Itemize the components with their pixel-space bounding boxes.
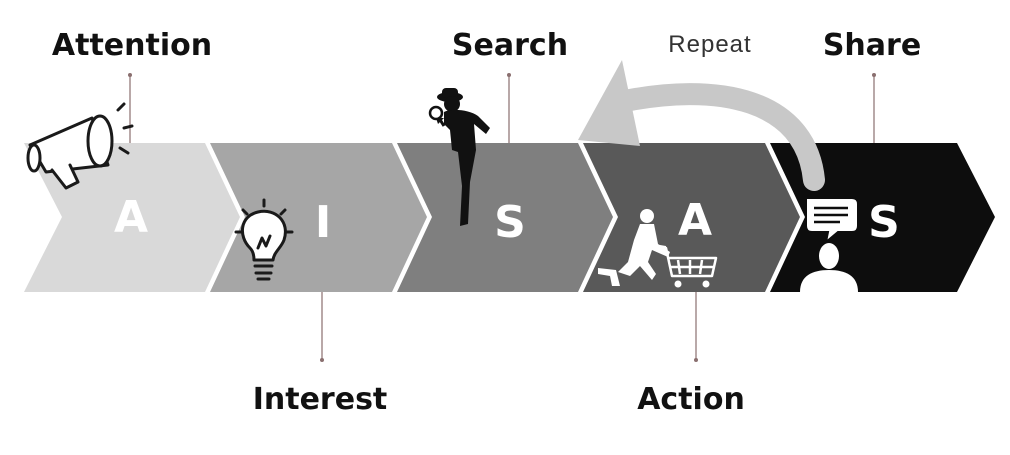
repeat-arrow xyxy=(578,60,825,191)
chevron-search xyxy=(397,143,613,292)
letter-search: S xyxy=(494,197,526,248)
share-chat-icon xyxy=(800,197,859,292)
leader-lines xyxy=(128,73,876,362)
label-interest: Interest xyxy=(253,382,388,417)
leader-dot-share xyxy=(872,73,876,77)
label-repeat: Repeat xyxy=(668,31,751,58)
repeat-arrow-shaft xyxy=(604,83,825,191)
label-action: Action xyxy=(637,382,745,417)
leader-dot-interest xyxy=(320,358,324,362)
label-share: Share xyxy=(823,28,921,63)
leader-dot-action xyxy=(694,358,698,362)
stage-labels: Attention Interest Search Action Share R… xyxy=(52,28,921,417)
detective-icon xyxy=(428,88,490,226)
repeat-arrow-head xyxy=(578,60,640,146)
megaphone-icon xyxy=(26,102,134,190)
label-attention: Attention xyxy=(52,28,212,63)
letter-action: A xyxy=(678,195,712,246)
lightbulb-icon xyxy=(234,198,294,281)
letter-share: S xyxy=(868,197,900,248)
shopping-cart-icon xyxy=(598,209,718,288)
person-icon xyxy=(800,243,858,292)
leader-dot-attention xyxy=(128,73,132,77)
stage-letters: A I S A S xyxy=(114,192,900,248)
leader-dot-search xyxy=(507,73,511,77)
letter-interest: I xyxy=(315,197,331,248)
label-search: Search xyxy=(452,28,568,63)
letter-attention: A xyxy=(114,192,148,243)
